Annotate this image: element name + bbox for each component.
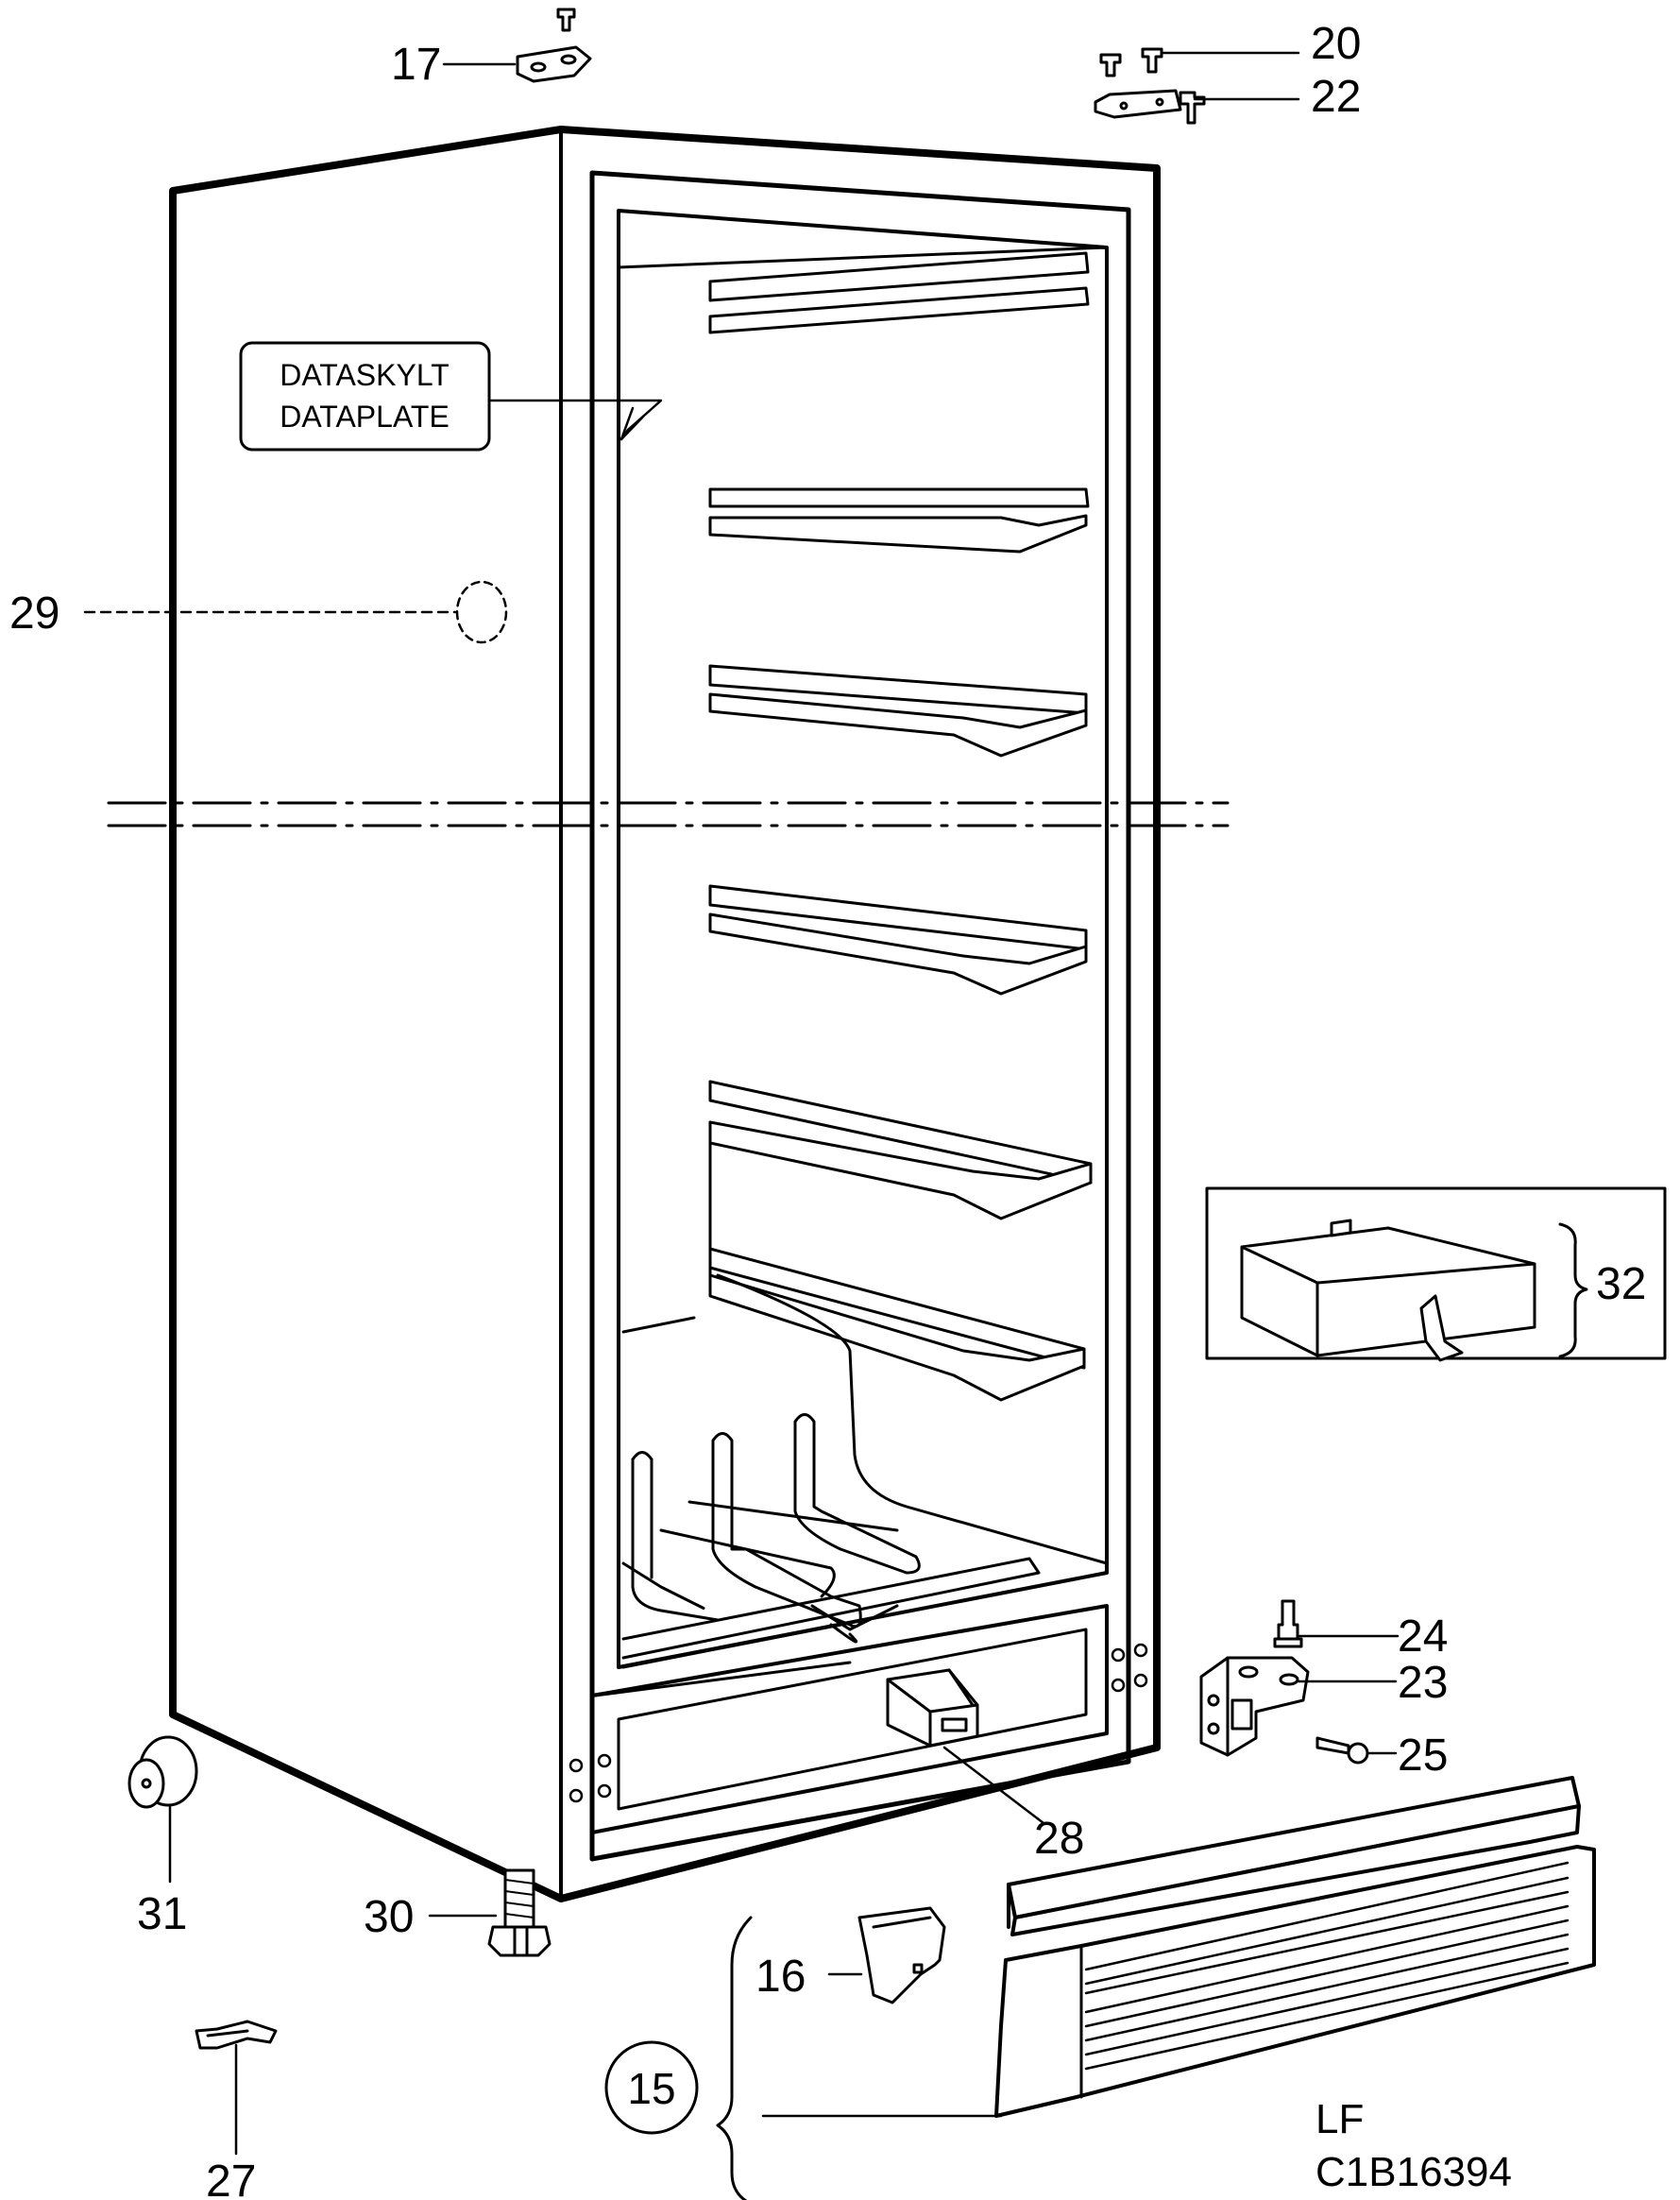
callout-32: 32 bbox=[1596, 1259, 1646, 1309]
rail-3 bbox=[708, 664, 1088, 758]
part-23-bottom-hinge bbox=[1199, 1656, 1310, 1757]
rail-1 bbox=[708, 251, 1090, 334]
dataplate-label-line2: DATAPLATE bbox=[280, 400, 450, 434]
hinge-holes-right bbox=[1111, 1643, 1148, 1693]
rail-4 bbox=[708, 884, 1088, 996]
hinge-holes-left bbox=[568, 1753, 612, 1803]
shelf-rails bbox=[708, 251, 1093, 1402]
callouts: 17 20 22 29 32 24 23 25 28 31 30 16 15 2… bbox=[9, 19, 1646, 2200]
dataplate-label-line1: DATASKYLT bbox=[280, 358, 450, 392]
part-31-foot bbox=[127, 1735, 198, 1809]
dataplate-label: DATASKYLT DATAPLATE bbox=[239, 341, 491, 452]
callout-25: 25 bbox=[1398, 1731, 1448, 1781]
callout-15-circle bbox=[604, 2040, 699, 2135]
callout-15: 15 bbox=[627, 2064, 675, 2113]
callout-20: 20 bbox=[1311, 19, 1361, 69]
evaporator-tubes bbox=[621, 1273, 1109, 1669]
callout-24: 24 bbox=[1398, 1612, 1448, 1662]
callout-31: 31 bbox=[137, 1889, 187, 1939]
callout-23: 23 bbox=[1398, 1658, 1448, 1708]
rail-6 bbox=[708, 1247, 1086, 1402]
part-17-hinge-plate bbox=[516, 8, 592, 83]
callout-28: 28 bbox=[1034, 1814, 1084, 1864]
callout-17: 17 bbox=[391, 40, 441, 90]
part-20-screws bbox=[1099, 47, 1163, 77]
part-22-hinge-bracket bbox=[1094, 89, 1206, 125]
part-28-switch bbox=[886, 1668, 979, 1748]
rail-5 bbox=[708, 1080, 1093, 1277]
callout-22: 22 bbox=[1311, 72, 1361, 122]
part-30-bolt bbox=[487, 1868, 552, 1957]
rail-2 bbox=[708, 487, 1090, 554]
break-lines bbox=[107, 801, 1230, 827]
part-29-hidden-plug bbox=[455, 580, 508, 644]
part-27-cable-tie bbox=[195, 2020, 278, 2050]
callout-27: 27 bbox=[206, 2157, 256, 2200]
part-24-pin bbox=[1273, 1599, 1303, 1648]
callout-29: 29 bbox=[9, 588, 59, 639]
figure-code-line1: LF bbox=[1315, 2096, 1364, 2142]
part-32-inset bbox=[1205, 1186, 1667, 1362]
bottom-compartment bbox=[568, 1604, 1148, 1834]
part-15-plinth bbox=[994, 1776, 1596, 2118]
figure-code-line2: C1B16394 bbox=[1315, 2149, 1512, 2195]
part-16-clip bbox=[857, 1906, 946, 2004]
callout-30: 30 bbox=[364, 1892, 414, 1942]
leader-lines bbox=[83, 51, 1400, 2200]
part-25-screw bbox=[1315, 1736, 1369, 1765]
figure-code: LF C1B16394 bbox=[1315, 2096, 1512, 2195]
callout-16: 16 bbox=[755, 1952, 806, 2002]
